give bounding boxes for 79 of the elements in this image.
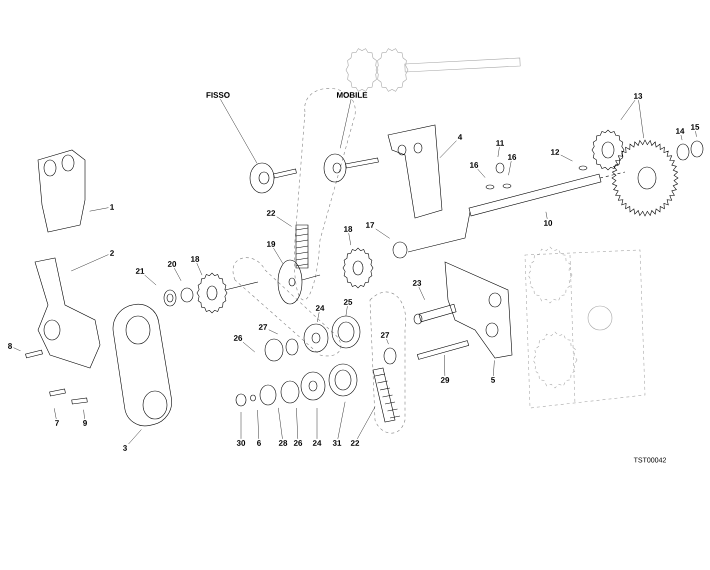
leader-line (144, 274, 156, 286)
callout-number: 3 (122, 445, 127, 451)
leader-line (346, 306, 348, 316)
callout-number: 20 (168, 261, 176, 267)
callout-number: 10 (544, 220, 552, 226)
leader-line (560, 154, 573, 162)
callout-number: 22 (266, 210, 276, 216)
callout-number: 17 (366, 222, 374, 228)
callout-number: 18 (344, 226, 352, 232)
leader-line (276, 216, 292, 227)
leader-line (440, 140, 457, 158)
callout-number: 27 (258, 324, 268, 330)
callout-number: 30 (236, 440, 246, 446)
leader-line (273, 248, 284, 264)
leader-line (498, 146, 500, 158)
callout-number: 7 (55, 420, 59, 426)
callout-number: 26 (294, 440, 302, 446)
leader-line (257, 410, 260, 440)
callout-number: MOBILE (336, 92, 368, 98)
leader-line (418, 286, 425, 300)
leader-line (546, 212, 548, 220)
callout-number: 9 (83, 420, 87, 426)
leader-line (508, 160, 512, 176)
callout-number: 21 (136, 268, 144, 274)
callout-number: 31 (332, 440, 342, 446)
callout-number: FISSO (206, 92, 230, 98)
leader-line (444, 354, 446, 376)
leader-line (357, 406, 376, 440)
leader-line (196, 262, 202, 276)
callout-number: 27 (380, 332, 390, 338)
leader-line (268, 330, 278, 334)
callout-number: 15 (691, 124, 700, 130)
callout-number: 24 (316, 305, 324, 311)
callout-number: 28 (278, 440, 288, 446)
leader-line (477, 168, 486, 178)
leader-line (89, 207, 109, 212)
leader-line (638, 100, 644, 138)
leader-line (695, 130, 697, 137)
callout-number: 26 (234, 335, 242, 341)
leader-line (83, 410, 85, 420)
leader-line (220, 98, 258, 164)
leader-line (242, 342, 255, 352)
leader-line (348, 232, 351, 246)
leader-line (680, 134, 682, 140)
leader-line (386, 338, 389, 344)
callout-number: 2 (110, 250, 114, 256)
callout-number: 24 (312, 440, 322, 446)
callout-number: 14 (676, 128, 684, 134)
callout-number: 4 (458, 134, 462, 140)
callout-number: 16 (470, 162, 478, 168)
callout-number: 18 (191, 256, 200, 262)
leader-line (338, 402, 346, 440)
leader-line (376, 228, 390, 239)
callout-number: 6 (257, 440, 261, 446)
callout-number: 5 (491, 377, 495, 383)
callout-number: 19 (267, 241, 276, 247)
callout-number: 11 (496, 140, 504, 146)
callout-number: 16 (508, 154, 516, 160)
leader-line (316, 408, 318, 440)
leader-line (278, 408, 283, 440)
leader-line (54, 408, 56, 420)
leader-line (620, 100, 636, 120)
leader-line (128, 429, 142, 444)
callout-number: 25 (344, 299, 352, 305)
callout-number: 8 (8, 343, 12, 349)
leader-line (340, 98, 352, 148)
callout-number: 1 (110, 204, 114, 210)
callout-number: 12 (551, 149, 560, 155)
leader-line (317, 312, 320, 322)
leader-line (13, 347, 21, 352)
callout-number: 23 (412, 280, 422, 286)
leader-line (71, 254, 109, 272)
leader-line (493, 360, 495, 376)
leader-line (174, 268, 182, 281)
leader-line (296, 408, 298, 440)
callout-number: 22 (350, 440, 360, 446)
callout-number: 13 (634, 93, 642, 99)
callout-number: 29 (440, 377, 450, 383)
leader-line (240, 412, 242, 440)
